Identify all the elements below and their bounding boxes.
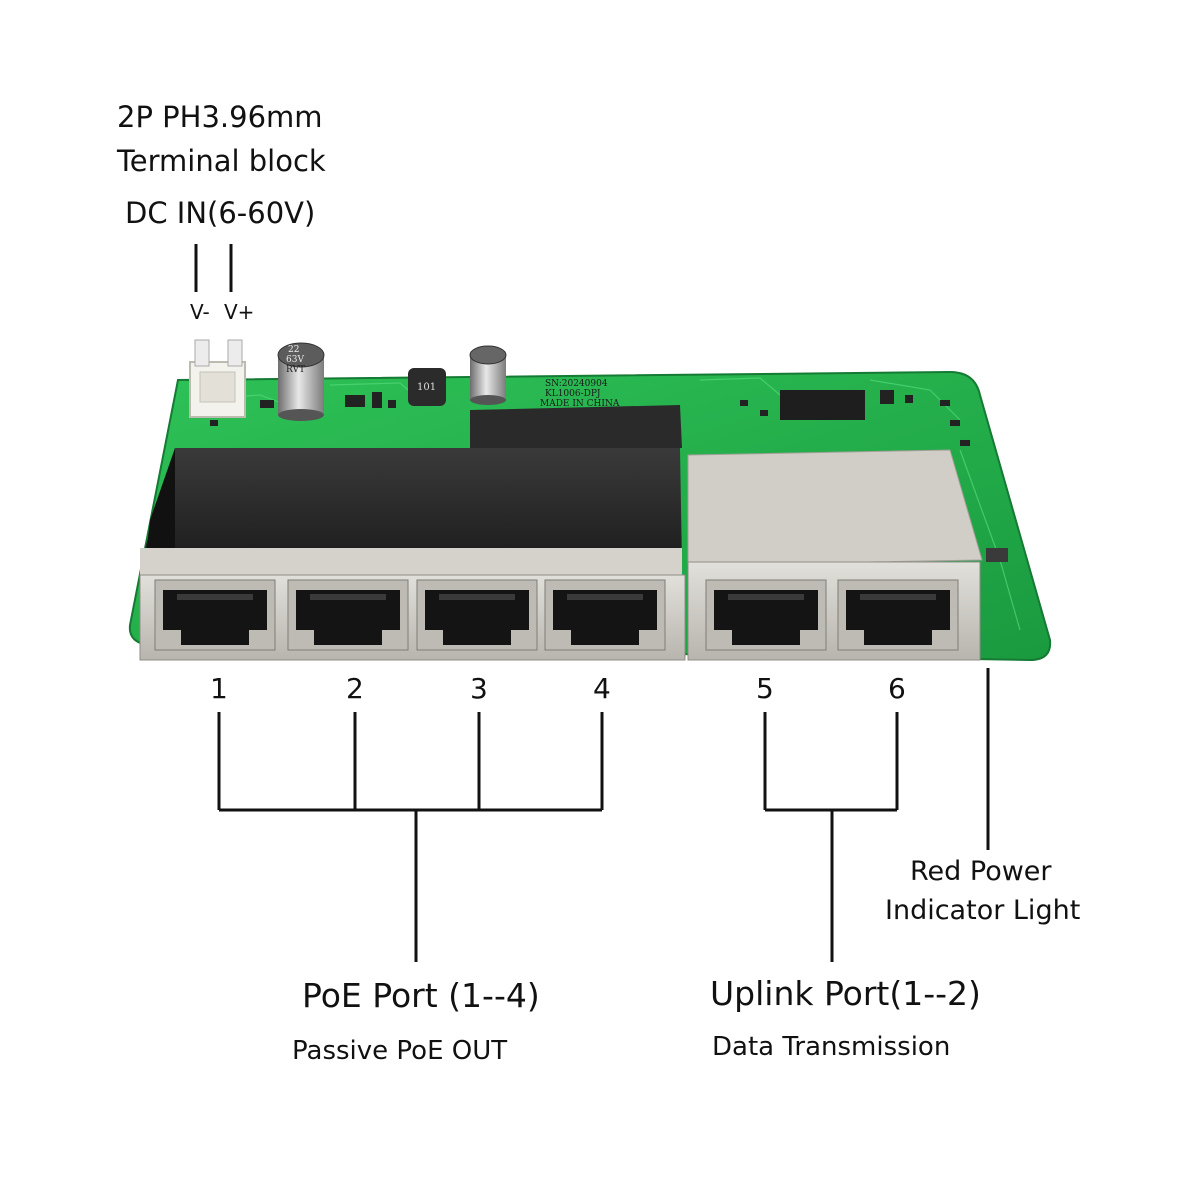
uplink-port-subtitle: Data Transmission	[712, 1032, 951, 1062]
dc-in-label: DC IN(6-60V)	[125, 196, 316, 230]
svg-text:101: 101	[417, 382, 436, 393]
uplink-port-title: Uplink Port(1--2)	[710, 974, 981, 1013]
silk-serial: SN:20240904	[545, 379, 608, 389]
svg-text:22: 22	[288, 345, 299, 355]
inductor: 101	[408, 368, 446, 406]
poe-port-subtitle: Passive PoE OUT	[292, 1036, 508, 1066]
capacitor-small	[469, 345, 507, 405]
port-number-1: 1	[210, 672, 228, 705]
poe-port-title: PoE Port (1--4)	[302, 976, 540, 1015]
capacitor-large: 22 63V RVT	[277, 342, 325, 421]
callout-lines	[194, 244, 990, 962]
port-number-6: 6	[888, 672, 906, 705]
port-number-5: 5	[756, 672, 774, 705]
smd-components	[210, 390, 970, 446]
terminal-block	[189, 339, 246, 418]
port-number-4: 4	[593, 672, 611, 705]
poe-jack-top	[140, 448, 682, 565]
power-led-label-line2: Indicator Light	[885, 895, 1081, 926]
uplink-jack-housing	[687, 449, 983, 661]
port-number-2: 2	[346, 672, 364, 705]
silk-made-in: MADE IN CHINA	[540, 399, 620, 409]
rj45-port-6	[837, 579, 959, 651]
svg-text:63V: 63V	[286, 355, 304, 365]
ic-chip	[780, 390, 865, 420]
rj45-port-5	[705, 579, 827, 651]
rj45-port-4	[544, 579, 666, 651]
rj45-port-2	[287, 579, 409, 651]
transformer-block	[470, 405, 682, 448]
rj45-port-3	[416, 579, 538, 651]
power-led-label-line1: Red Power	[910, 856, 1052, 887]
port-number-3: 3	[470, 672, 488, 705]
power-led	[986, 548, 1008, 562]
rj45-port-1	[154, 579, 276, 651]
port-openings	[154, 579, 959, 651]
v-minus-label: V-	[190, 300, 210, 324]
terminal-label-line2: Terminal block	[117, 144, 326, 178]
terminal-label-line1: 2P PH3.96mm	[117, 100, 323, 134]
v-plus-label: V+	[224, 300, 255, 324]
svg-text:RVT: RVT	[286, 365, 305, 375]
silk-model: KL1006-DPJ	[545, 389, 601, 399]
